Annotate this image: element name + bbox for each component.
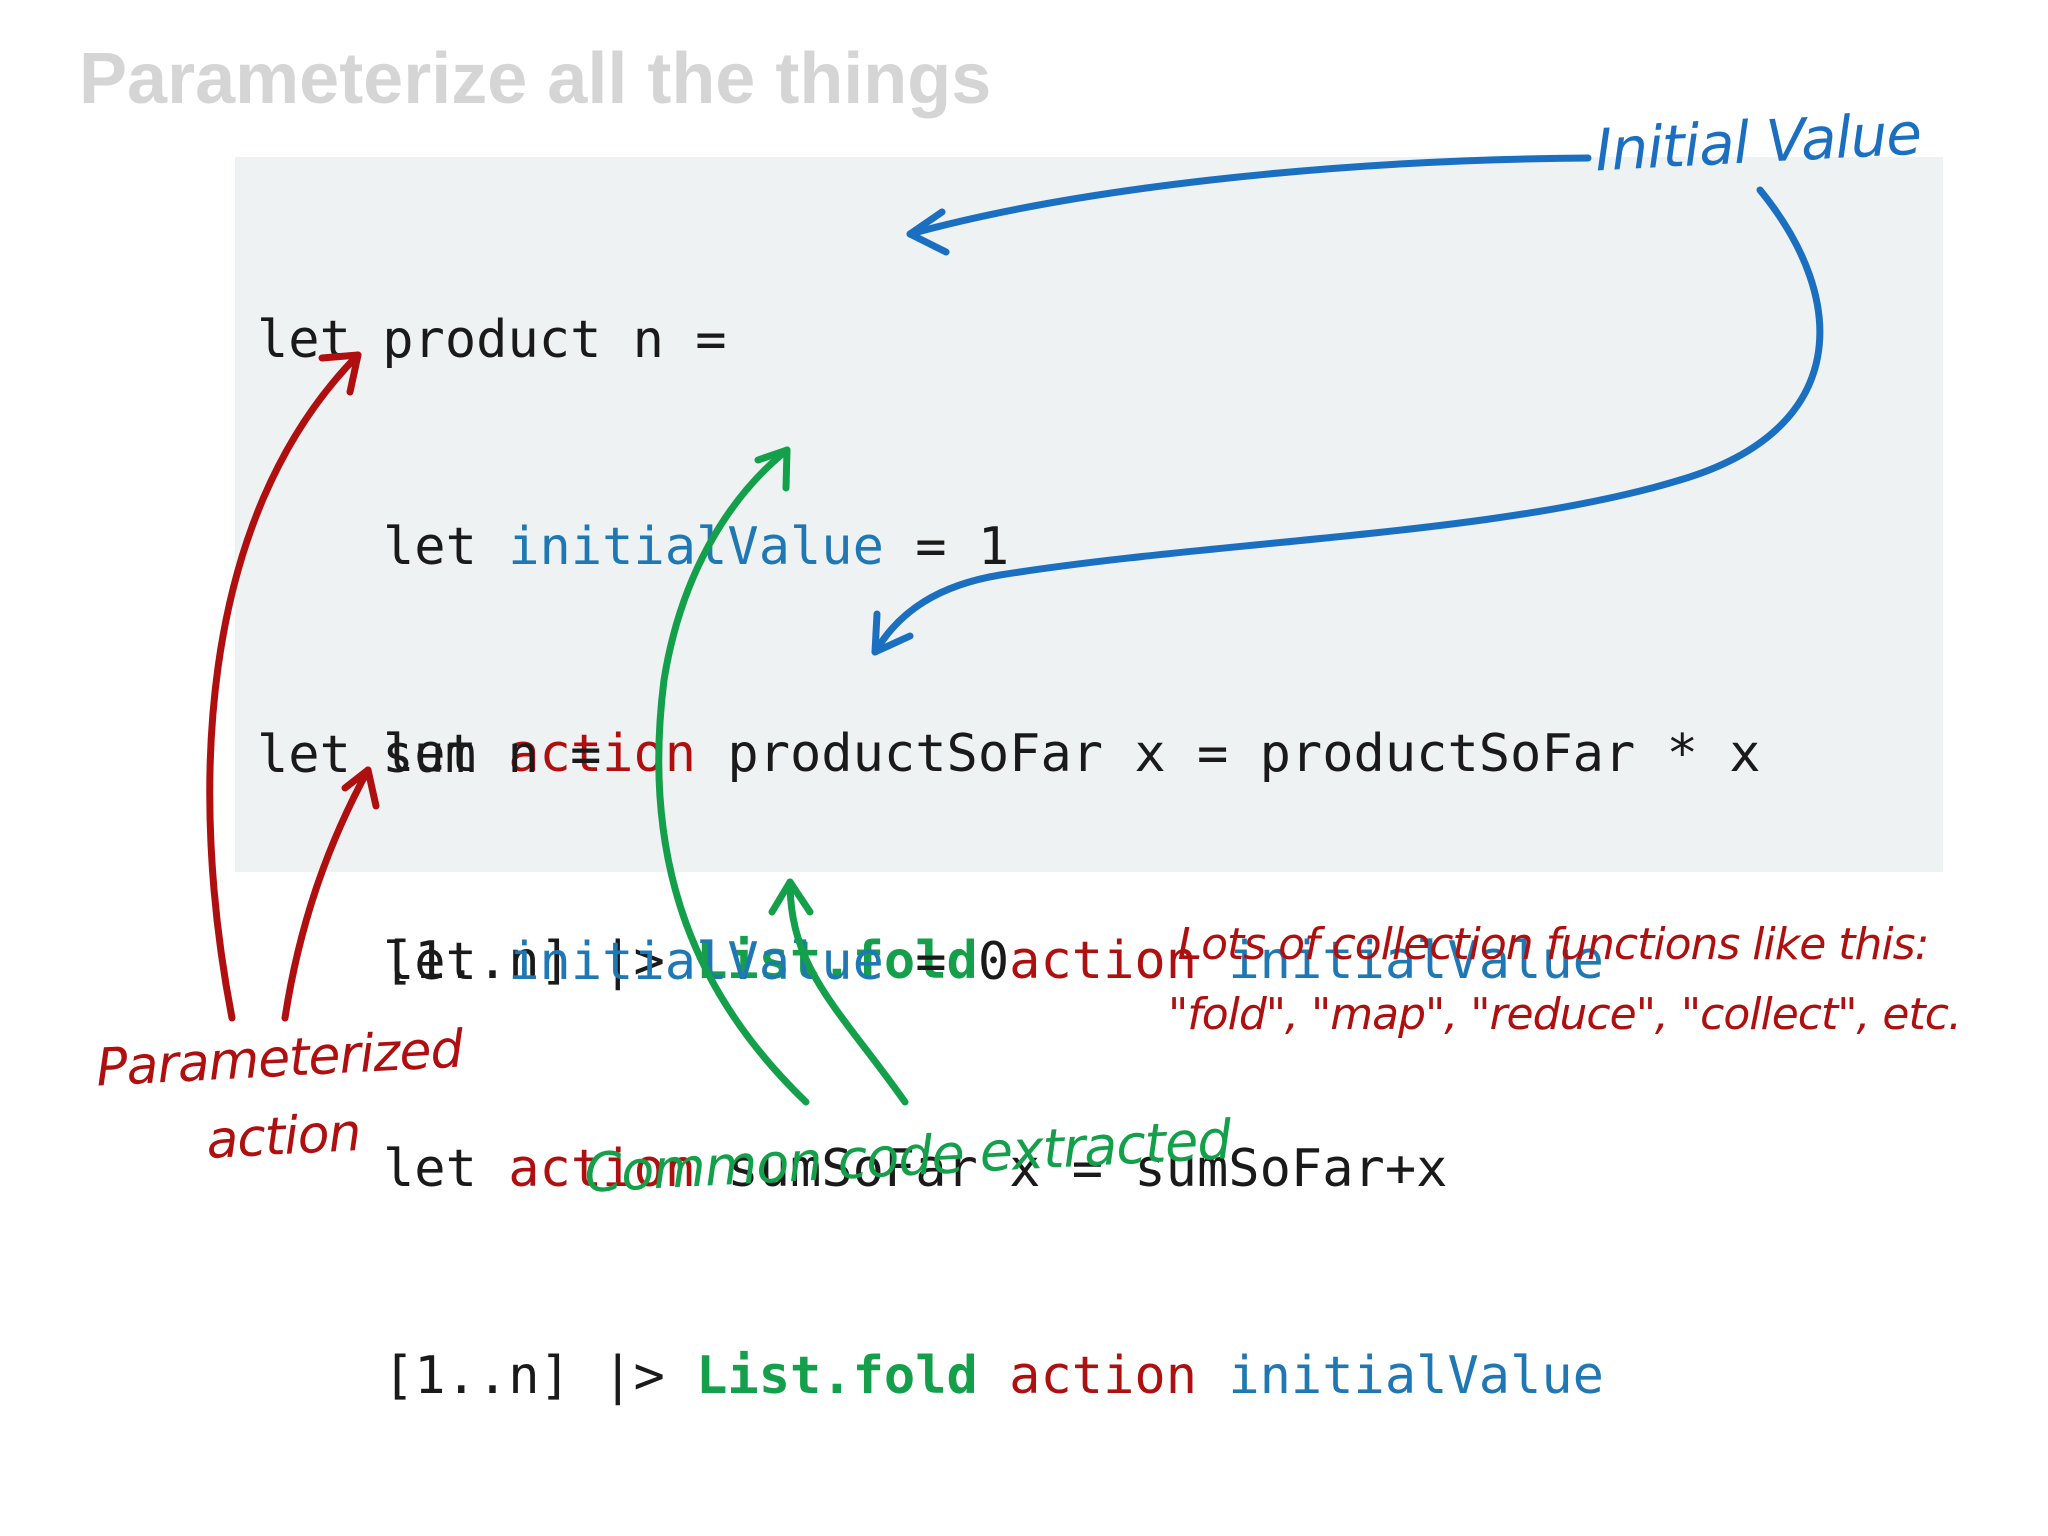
parameterized-action-annotation: Parameterized action — [94, 1011, 468, 1186]
green-arrow-to-sum-fold — [786, 878, 909, 1106]
fold-initial-argument: initialValue — [1228, 931, 1604, 991]
action-identifier: action — [508, 724, 697, 784]
let-keyword: let — [383, 1139, 509, 1199]
green-arrow-to-product-fold — [655, 446, 810, 1106]
let-keyword: let — [383, 517, 509, 577]
function-header: let sum n = — [257, 725, 602, 785]
fold-action-argument: action — [1009, 931, 1197, 991]
red-arrow-to-sum-action — [281, 766, 372, 1022]
red-arrowhead-sum-action — [341, 766, 380, 810]
code-line: let product n = — [257, 306, 1761, 375]
annotation-line: "fold", "map", "reduce", "collect", etc. — [1168, 989, 1962, 1040]
green-arrowhead-sum-fold — [768, 878, 814, 916]
code-line: [1..n] |> List.fold action initialValue — [257, 1342, 1604, 1411]
fold-action-argument: action — [1009, 1346, 1197, 1406]
fold-initial-argument: initialValue — [1228, 1346, 1604, 1406]
red-arrow-to-product-action — [206, 351, 362, 1022]
pipe-prefix: [1..n] |> — [383, 931, 697, 991]
action-definition: productSoFar x = productSoFar * x — [696, 724, 1761, 784]
code-line: let sum n = — [257, 721, 1604, 790]
annotation-line: Lots of collection functions like this: — [1177, 919, 1930, 970]
initial-value-assignment: = 0 — [883, 932, 1010, 992]
code-line: [1..n] |> List.fold action initialValue — [257, 927, 1761, 996]
code-line: let action sumSoFar x = sumSoFar+x — [257, 1135, 1604, 1204]
fold-function: List.fold — [696, 931, 978, 991]
green-arrowhead-product-fold — [754, 446, 791, 492]
code-panel — [235, 157, 1943, 872]
let-keyword: let — [383, 932, 509, 992]
action-definition: sumSoFar x = sumSoFar+x — [696, 1139, 1448, 1199]
slide-title: Parameterize all the things — [79, 39, 992, 119]
blue-arrowhead-sum — [871, 610, 914, 656]
fold-function: List.fold — [696, 1346, 978, 1406]
blue-arrow-to-sum-initial — [871, 186, 1824, 656]
blue-arrowhead-product — [906, 208, 950, 256]
pipe-prefix: [1..n] |> — [383, 1346, 697, 1406]
initial-value-assignment: = 1 — [883, 517, 1010, 577]
let-keyword: let — [383, 724, 509, 784]
action-identifier: action — [508, 1139, 697, 1199]
collection-functions-annotation: Lots of collection functions like this: … — [1168, 910, 1962, 1050]
code-line: let action productSoFar x = productSoFar… — [257, 720, 1761, 789]
code-block-sum: let sum n = let initialValue = 0 let act… — [257, 583, 1604, 1536]
red-arrowhead-product-action — [318, 351, 362, 396]
blue-arrow-to-product-initial — [906, 154, 1592, 238]
function-header: let product n = — [257, 310, 727, 370]
